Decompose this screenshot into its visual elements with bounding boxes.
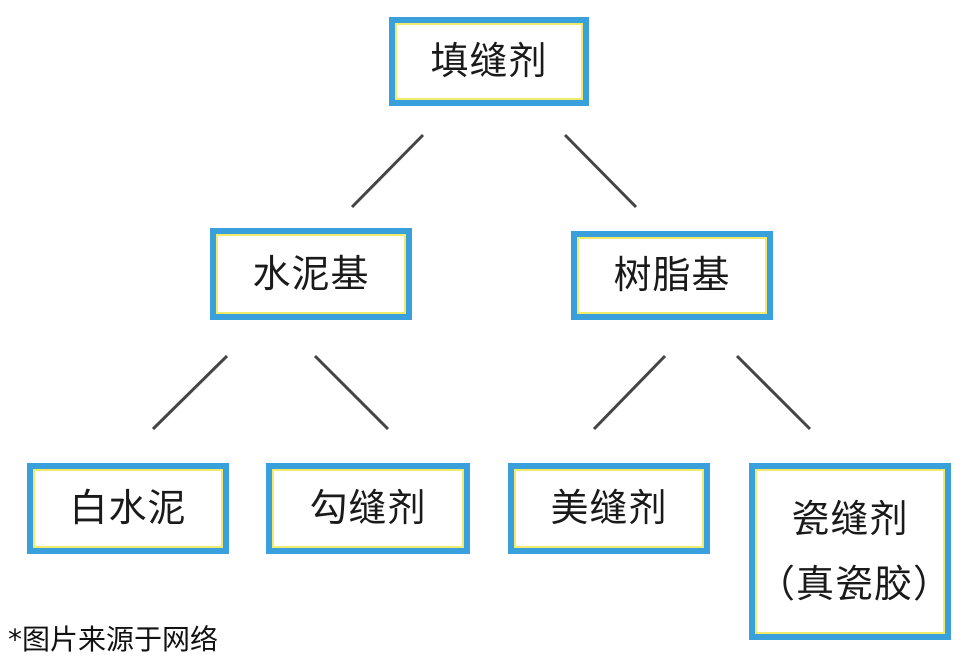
edge-root-cement: [350, 133, 425, 209]
node-grout: 勾缝剂: [266, 463, 470, 554]
node-inner: 勾缝剂: [272, 469, 464, 548]
node-inner: 树脂基: [577, 237, 767, 314]
node-label: 水泥基: [252, 251, 370, 296]
node-root-sealant: 填缝剂: [389, 17, 589, 106]
node-label: 勾缝剂: [309, 486, 427, 531]
node-beauty-sealant: 美缝剂: [508, 463, 710, 554]
node-white-cement: 白水泥: [27, 463, 229, 554]
node-inner: 白水泥: [33, 469, 223, 548]
edge-cement-white: [151, 354, 229, 431]
node-label-line-2: （真瓷胶）: [757, 561, 953, 606]
node-label: 美缝剂: [550, 486, 668, 531]
node-resin-based: 树脂基: [571, 231, 773, 320]
node-inner: 美缝剂: [514, 469, 704, 548]
node-label: 填缝剂: [430, 39, 548, 84]
node-inner: 填缝剂: [395, 23, 583, 100]
node-inner: 瓷缝剂 （真瓷胶）: [755, 469, 953, 634]
edge-resin-beauty: [592, 354, 667, 431]
node-cement-based: 水泥基: [210, 228, 412, 320]
node-tile-sealant: 瓷缝剂 （真瓷胶）: [749, 463, 951, 640]
edge-root-resin: [563, 133, 638, 209]
node-label: 白水泥: [69, 486, 187, 531]
node-label: 树脂基: [613, 253, 731, 298]
image-source-footnote: *图片来源于网络: [8, 623, 219, 656]
edge-resin-tile: [735, 354, 812, 431]
node-inner: 水泥基: [216, 234, 406, 314]
node-label-line-1: 瓷缝剂: [791, 496, 909, 541]
edge-cement-grout: [313, 354, 390, 431]
